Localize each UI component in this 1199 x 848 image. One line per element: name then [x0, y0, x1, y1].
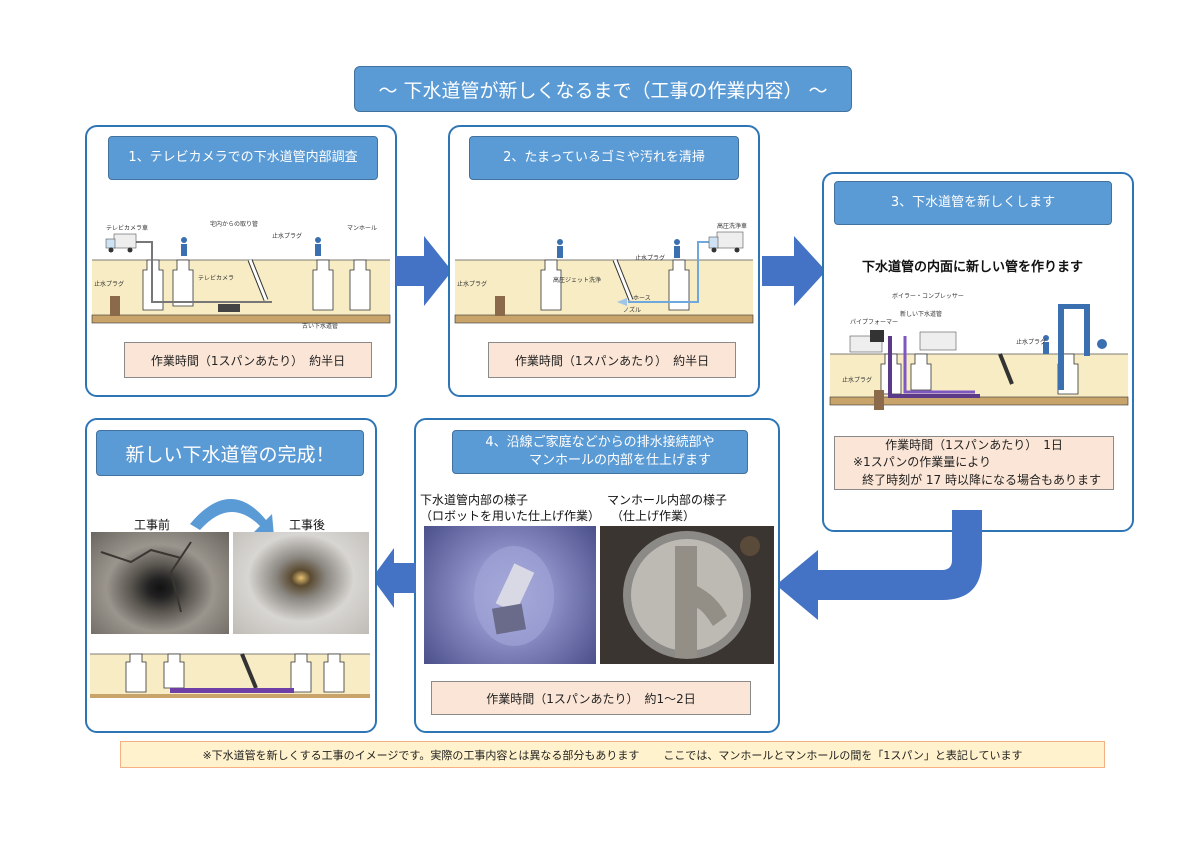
step-2-time: 作業時間（1スパンあたり） 約半日: [488, 342, 736, 378]
step-5-heading: 新しい下水道管の完成！: [96, 430, 364, 476]
diagram-label: 宅内からの取り管: [210, 220, 258, 228]
arrow-step2-to-step3: [762, 236, 826, 306]
step-3-time-line-3: 終了時刻が 17 時以降になる場合もあります: [862, 472, 1101, 487]
diagram-label: 止水プラグ: [457, 280, 487, 288]
diagram-label: パイプフォーマー: [850, 319, 898, 326]
page-title: 〜 下水道管が新しくなるまで（工事の作業内容） 〜: [354, 66, 852, 112]
diagram-label: テレビカメラ: [198, 274, 234, 282]
step-4-photo2-caption: マンホール内部の様子 （仕上げ作業）: [607, 492, 727, 524]
step-1-time: 作業時間（1スパンあたり） 約半日: [124, 342, 372, 378]
diagram-label: 止水プラグ: [94, 280, 124, 288]
manhole-photo: [600, 526, 774, 664]
arrow-step3-to-step4: [776, 510, 982, 620]
photo1-caption-line-2: （ロボットを用いた仕上げ作業）: [420, 509, 601, 524]
diagram-label: 高圧洗浄車: [717, 222, 747, 230]
step-4-heading: 4、沿線ご家庭などからの排水接続部や マンホールの内部を仕上げます: [452, 430, 748, 474]
diagram-label: 止水プラグ: [1016, 338, 1046, 346]
diagram-label: 止水プラグ: [635, 254, 665, 262]
step-3-time-line-2: ※1スパンの作業量により: [853, 455, 992, 470]
diagram-label: ノズル: [623, 306, 641, 314]
step-4-heading-line-2: マンホールの内部を仕上げます: [528, 453, 711, 468]
photo2-caption-line-2: （仕上げ作業）: [611, 509, 696, 524]
step-3-heading: 3、下水道管を新しくします: [834, 181, 1112, 225]
diagram-label: 止水プラグ: [842, 376, 872, 384]
diagram-label: ホース: [633, 295, 651, 302]
diagram-label: テレビカメラ車: [106, 224, 148, 232]
step-4-photo1-caption: 下水道管内部の様子 （ロボットを用いた仕上げ作業）: [420, 492, 600, 524]
diagram-label: 新しい下水道管: [900, 310, 942, 318]
footer-note-1: ※下水道管を新しくする工事のイメージです。実際の工事内容とは異なる部分もあります: [202, 748, 640, 762]
step-5-new-pipe-diagram: [90, 653, 370, 698]
diagram-label: ボイラー・コンプレッサー: [892, 292, 964, 300]
arrow-step1-to-step2: [396, 236, 452, 306]
after-photo: [233, 532, 369, 634]
diagram-label: マンホール: [347, 225, 377, 232]
footer-note-2: ここでは、マンホールとマンホールの間を「1スパン」と表記しています: [663, 748, 1023, 762]
footer-note: ※下水道管を新しくする工事のイメージです。実際の工事内容とは異なる部分もあります…: [120, 741, 1105, 768]
step-2-diagram: 高圧洗浄車 止水プラグ 高圧ジェット洗浄 止水プラグ ホース ノズル: [454, 222, 754, 324]
step-2-heading: 2、たまっているゴミや汚れを清掃: [469, 136, 739, 180]
pipe-robot-photo: [424, 526, 596, 664]
photo1-caption-line-1: 下水道管内部の様子: [420, 493, 529, 507]
step-1-diagram: テレビカメラ車 宅内からの取り管 止水プラグ マンホール 止水プラグ テレビカメ…: [91, 220, 391, 330]
diagram-label: 止水プラグ: [272, 232, 302, 240]
before-photo: [91, 532, 229, 634]
before-label: 工事前: [134, 518, 171, 532]
photo2-caption-line-1: マンホール内部の様子: [607, 493, 728, 507]
diagram-label: 高圧ジェット洗浄: [553, 276, 601, 284]
step-3-time: 作業時間（1スパンあたり） 1日 ※1スパンの作業量により 終了時刻が 17 時…: [834, 436, 1114, 490]
step-4-time: 作業時間（1スパンあたり） 約1〜2日: [431, 681, 751, 715]
after-label: 工事後: [289, 518, 326, 532]
before-after-curved-arrow: [190, 498, 274, 536]
step-3-subheading: 下水道管の内面に新しい管を作ります: [862, 260, 1084, 275]
step-4-heading-line-1: 4、沿線ご家庭などからの排水接続部や: [485, 435, 715, 451]
arrow-step4-to-step5: [372, 548, 416, 608]
diagram-label: 古い下水道管: [302, 322, 338, 330]
step-3-time-line-1: 作業時間（1スパンあたり） 1日: [885, 437, 1063, 452]
step-1-heading: 1、テレビカメラでの下水道管内部調査: [108, 136, 378, 180]
step-3-diagram: ボイラー・コンプレッサー パイプフォーマー 新しい下水道管 止水プラグ 止水プラ…: [829, 292, 1129, 410]
